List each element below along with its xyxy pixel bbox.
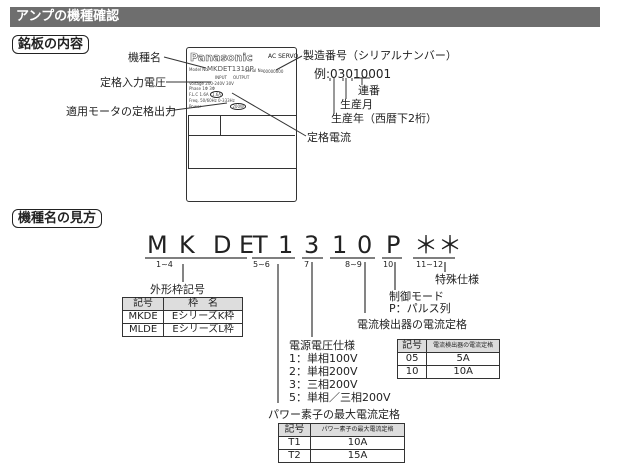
- code-char: M: [147, 231, 168, 259]
- input-header: INPUT: [215, 75, 227, 80]
- model-section-title: 機種名の見方: [12, 209, 103, 228]
- code-char: P: [386, 231, 401, 259]
- code-char: D: [213, 231, 232, 259]
- nameplate-section-title: 銘板の内容: [12, 35, 90, 54]
- sensor-rating-label: 電流検出器の電流定格: [357, 318, 467, 331]
- callout-serial-seq: 連番: [358, 84, 380, 97]
- callout-month: 生産月: [340, 98, 373, 111]
- code-char: ＊＊: [414, 231, 462, 259]
- callout-rated-current: 定格電流: [307, 131, 351, 144]
- model-label: Model No.: [189, 67, 209, 72]
- callout-motor-output: 適用モータの定格出力: [66, 105, 176, 118]
- special-spec-label: 特殊仕様: [435, 273, 479, 286]
- plate-serial: 00000000: [263, 69, 284, 74]
- position-label: 11~12: [416, 260, 444, 269]
- plate-row: Power 200W: [189, 103, 246, 110]
- plate-label-area: [188, 115, 297, 169]
- plate-row: F.L.C 1.6A 1.6A: [189, 91, 224, 98]
- serial-label: Serial No.: [245, 68, 265, 73]
- code-char: 3: [304, 231, 320, 259]
- position-label: 8~9: [345, 260, 362, 269]
- position-label: 7: [304, 260, 310, 269]
- brand-logo: Panasonic: [190, 51, 253, 65]
- code-char: 1: [278, 231, 294, 259]
- output-header: OUTPUT: [233, 75, 250, 80]
- voltage-spec-label: 電源電圧仕様: [289, 339, 355, 352]
- callout-rated-input: 定格入力電圧: [100, 76, 166, 89]
- callout-model: 機種名: [128, 51, 161, 64]
- code-char: T: [253, 231, 268, 259]
- plate-row: Voltage 200-240V 30V: [189, 81, 234, 86]
- callout-serial: 製造番号（シリアルナンバー）: [303, 49, 457, 62]
- divider: [220, 115, 221, 136]
- power-rating-label: パワー素子の最大電流定格: [268, 408, 400, 421]
- control-mode-label: 制御モード: [389, 290, 444, 303]
- callout-year: 生産年（西暦下2桁）: [331, 112, 437, 125]
- code-char: 0: [357, 231, 373, 259]
- plate-row: Freq. 50/60Hz 0-333Hz: [189, 98, 235, 103]
- divider: [188, 135, 295, 136]
- serial-example: 例:03010001: [314, 67, 392, 81]
- code-char: E: [239, 231, 255, 259]
- code-char: 1: [332, 231, 348, 259]
- nameplate: Panasonic AC SERVO Model No. MKDET1310P …: [186, 47, 299, 202]
- position-label: 1~4: [156, 260, 173, 269]
- control-mode-value: P：パルス列: [389, 302, 451, 315]
- plate-row: Phase 1Φ 3Φ: [189, 86, 215, 91]
- voltage-item: 3：三相200V: [289, 378, 358, 391]
- frame-label: 外形枠記号: [150, 283, 205, 296]
- voltage-item: 2：単相200V: [289, 365, 358, 378]
- position-label: 10: [383, 260, 394, 269]
- product-type: AC SERVO: [268, 53, 299, 60]
- code-char: K: [179, 231, 195, 259]
- plate-model: MKDET1310P: [207, 65, 254, 73]
- section-header: アンプの機種確認: [10, 7, 600, 27]
- position-label: 5~6: [253, 260, 270, 269]
- voltage-item: 5：単相／三相200V: [289, 391, 391, 404]
- voltage-item: 1：単相100V: [289, 352, 358, 365]
